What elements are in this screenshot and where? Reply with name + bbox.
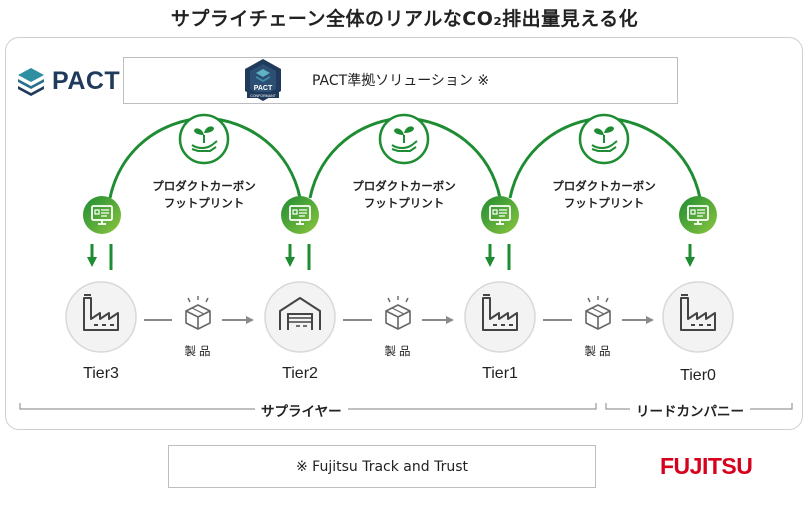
monitor-system-icon	[83, 196, 121, 234]
pcf-label-3: プロダクトカーボン フットプリント	[539, 178, 669, 212]
factory-icon	[662, 281, 734, 353]
pcf-label-line1: プロダクトカーボン	[352, 179, 456, 193]
leaf-hand-icon	[578, 113, 630, 165]
leaf-hand-icons	[178, 113, 630, 165]
product-icons	[185, 296, 611, 330]
monitor-system-icon	[481, 196, 519, 234]
pcf-label-line1: プロダクトカーボン	[152, 179, 256, 193]
footer-note: ※ Fujitsu Track and Trust	[168, 445, 596, 488]
product-label: 製品	[184, 344, 214, 358]
badge-bottom-text: CONFORMANT	[250, 94, 277, 98]
suppliers-group-label: サプライヤー	[255, 400, 348, 420]
pcf-label-line2: フットプリント	[563, 196, 645, 210]
badge-top-text: PACT	[254, 85, 273, 92]
product-box-icon	[185, 296, 211, 330]
pact-logo-icon	[18, 68, 44, 96]
tier-label-tier3: Tier3	[83, 365, 119, 382]
tier-label-tier0: Tier0	[680, 367, 716, 384]
page-title: サプライチェーン全体のリアルなCO₂排出量見える化	[170, 8, 639, 30]
factory-icon	[65, 281, 137, 353]
leaf-hand-icon	[378, 113, 430, 165]
tier-label-tier2: Tier2	[282, 365, 318, 382]
monitor-system-icon	[679, 196, 717, 234]
pcf-label-line2: フットプリント	[163, 196, 245, 210]
pcf-label-2: プロダクトカーボン フットプリント	[339, 178, 469, 212]
leaf-hand-icon	[178, 113, 230, 165]
pact-solution-box	[123, 57, 678, 104]
system-icons	[83, 196, 717, 234]
tier-nodes	[65, 281, 734, 353]
factory-icon	[464, 281, 536, 353]
lead-company-group-label: リードカンパニー	[630, 400, 750, 420]
product-box-icon	[385, 296, 411, 330]
pact-solution-label: PACT準拠ソリューション ※	[312, 73, 490, 89]
pact-conformant-badge-icon: PACT CONFORMANT	[245, 59, 281, 101]
pcf-label-1: プロダクトカーボン フットプリント	[139, 178, 269, 212]
product-label: 製品	[584, 344, 614, 358]
pact-logo-text: PACT	[52, 66, 121, 95]
fujitsu-logo: FUJITSU	[660, 453, 753, 479]
monitor-system-icon	[281, 196, 319, 234]
product-box-icon	[585, 296, 611, 330]
product-label: 製品	[384, 344, 414, 358]
pcf-label-line1: プロダクトカーボン	[552, 179, 656, 193]
data-flow-connectors	[87, 244, 695, 270]
warehouse-icon	[264, 281, 336, 353]
pact-logo: PACT	[16, 66, 120, 96]
pcf-label-line2: フットプリント	[363, 196, 445, 210]
tier-label-tier1: Tier1	[482, 365, 518, 382]
